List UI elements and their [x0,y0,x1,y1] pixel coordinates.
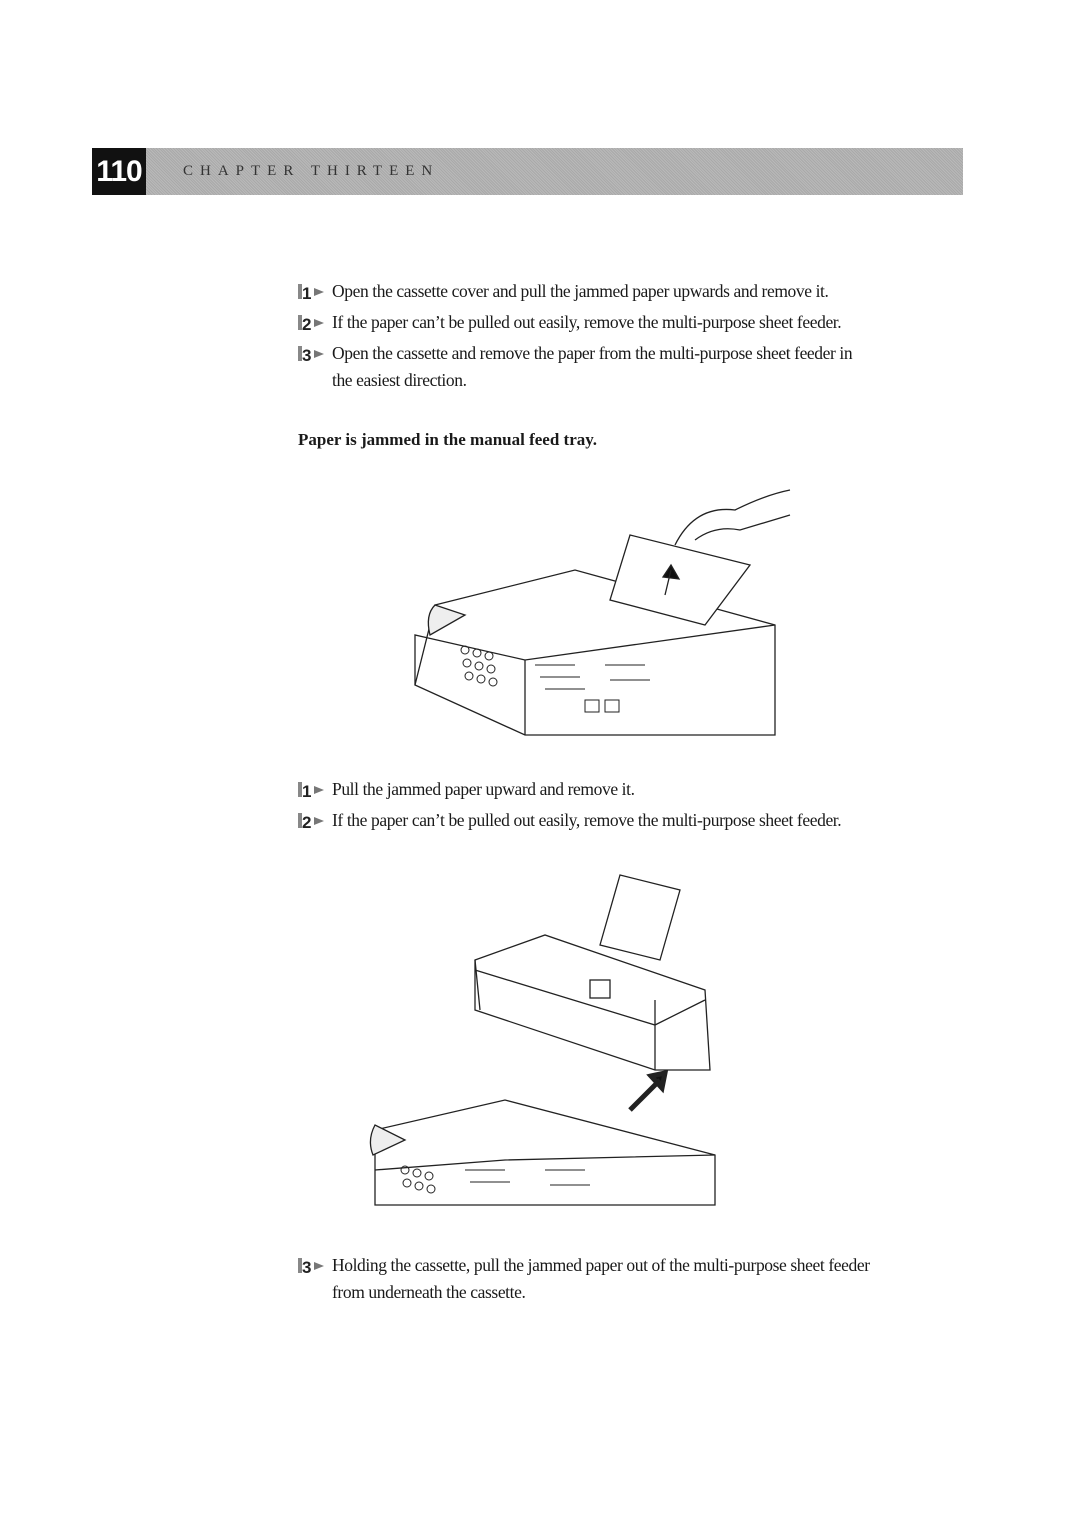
fax-manual-feed-illustration [414,489,791,736]
step-3: 3 Holding the cassette, pull the jammed p… [298,1252,872,1306]
step-1: 1 Open the cassette cover and pull the ja… [298,278,872,305]
sheet-feeder-removal-illustration [369,874,716,1206]
step-number-icon: 1 [298,780,326,801]
step-text: If the paper can’t be pulled out easily,… [332,810,842,830]
step-number-icon: 2 [298,811,326,832]
step-1: 1 Pull the jammed paper upward and remove… [298,776,872,803]
step-text: Holding the cassette, pull the jammed pa… [332,1255,870,1302]
step-number-icon: 3 [298,344,326,365]
step-text: If the paper can’t be pulled out easily,… [332,312,842,332]
step-3: 3 Open the cassette and remove the paper … [298,340,872,394]
step-text: Open the cassette cover and pull the jam… [332,281,829,301]
step-number-icon: 1 [298,282,326,303]
step-number-icon: 3 [298,1256,326,1277]
section-heading: Paper is jammed in the manual feed tray. [298,430,598,449]
step-text: Pull the jammed paper upward and remove … [332,779,635,799]
step-number-icon: 2 [298,313,326,334]
step-2: 2 If the paper can’t be pulled out easily… [298,309,872,336]
step-text: Open the cassette and remove the paper f… [332,343,853,390]
step-2: 2 If the paper can’t be pulled out easily… [298,807,872,834]
chapter-header-bar [92,148,963,195]
chapter-title: CHAPTER THIRTEEN [183,163,440,179]
page-number: 110 [92,148,146,195]
